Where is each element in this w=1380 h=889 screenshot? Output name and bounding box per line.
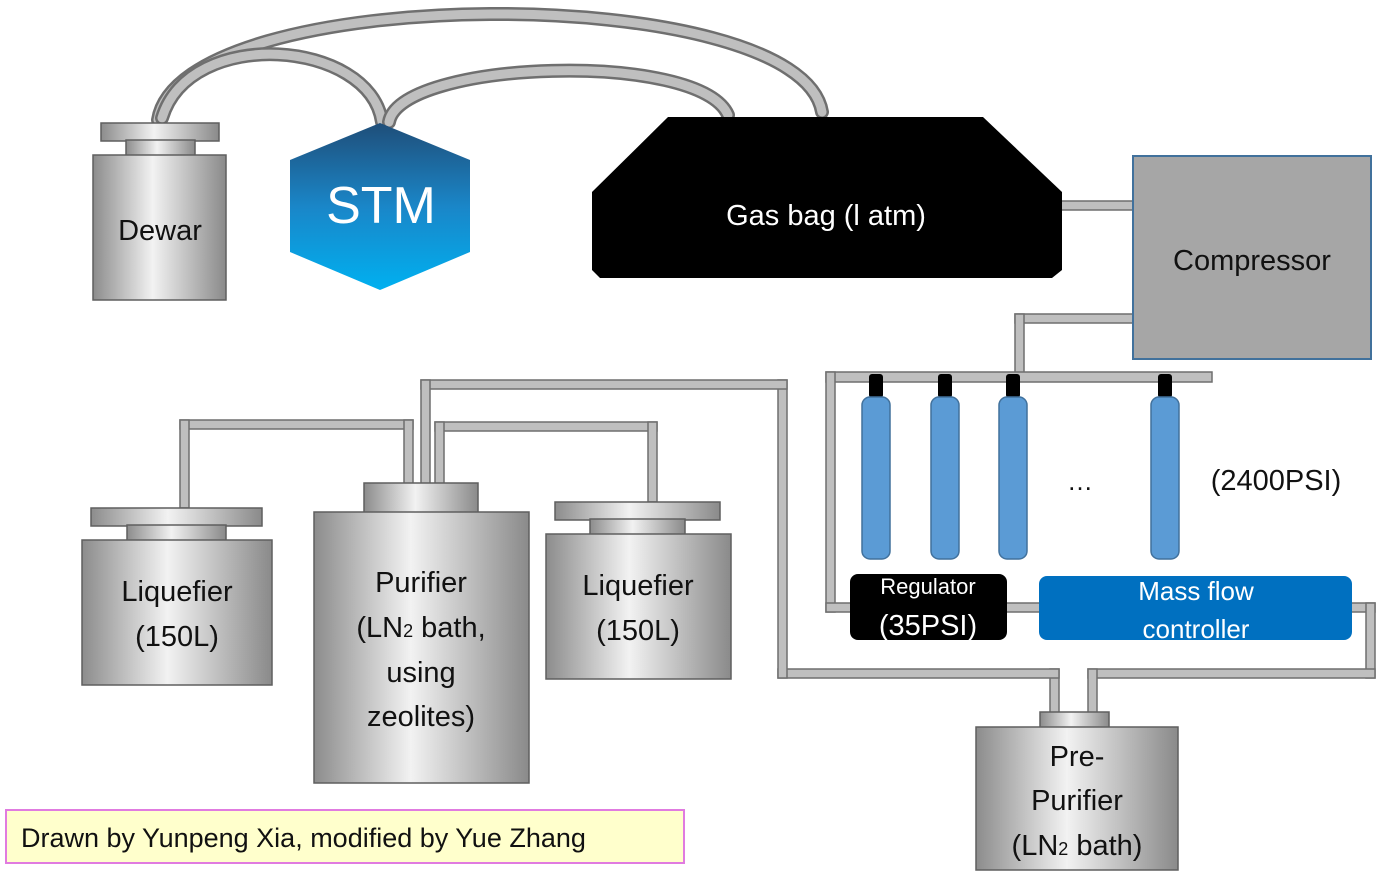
dewar: Dewar: [92, 122, 227, 301]
pre-purifier-label-line2: Purifier: [1031, 785, 1123, 817]
credit-text: Drawn by Yunpeng Xia, modified by Yue Zh…: [21, 823, 586, 853]
regulator-label-line1: Regulator: [880, 574, 975, 599]
liquefier-left: Liquefier (150L): [81, 507, 273, 686]
pre-purifier-body: [975, 726, 1179, 871]
stm-label: STM: [326, 177, 436, 235]
liquefier-right-neck: [589, 518, 686, 536]
cylinder-body: [861, 396, 891, 560]
pre-purifier-label-line1: Pre-: [1050, 741, 1105, 773]
liquefier-left-label-line2: (150L): [135, 621, 219, 653]
cylinder-body: [1150, 396, 1180, 560]
dewar-neck: [125, 139, 196, 157]
purifier-body: [313, 511, 530, 784]
cylinder-body: [930, 396, 960, 560]
compressor: Compressor: [1132, 155, 1372, 360]
liquefier-left-flange: [90, 507, 263, 527]
gas-bag: Gas bag (l atm): [592, 117, 1062, 278]
purifier-label-line4: zeolites): [367, 701, 475, 733]
purifier: Purifier (LN2 bath, using zeolites): [313, 482, 530, 784]
gas-cylinder: [861, 374, 891, 560]
liquefier-right-label-line1: Liquefier: [582, 570, 694, 602]
stm: STM: [290, 123, 470, 290]
compressor-box: [1132, 155, 1372, 360]
dewar-top-flange: [100, 122, 220, 142]
gas-bag-shape: [592, 117, 1062, 278]
cylinder-pressure-label: (2400PSI): [1211, 465, 1342, 497]
stm-hexagon: [290, 123, 470, 290]
regulator: Regulator (35PSI): [850, 574, 1007, 642]
regulator-label-line2: (35PSI): [879, 610, 977, 642]
mfc-label-line1: Mass flow: [1138, 576, 1254, 606]
purifier-label-line1: Purifier: [375, 567, 467, 599]
liquefier-left-label-line1: Liquefier: [121, 576, 233, 608]
purifier-cap: [363, 482, 479, 514]
liquefier-left-neck: [126, 524, 227, 542]
pre-purifier-label-line3: (LN2 bath): [1012, 830, 1143, 862]
cylinder-valve: [938, 374, 952, 398]
liquefier-left-body: [81, 539, 273, 686]
pre-purifier: Pre- Purifier (LN2 bath): [975, 711, 1179, 871]
dewar-label: Dewar: [118, 215, 202, 247]
mfc-box: [1039, 576, 1352, 640]
cylinder-valve: [869, 374, 883, 398]
gas-cylinder: [930, 374, 960, 560]
cylinder-valve: [1006, 374, 1020, 398]
mfc-label-line2: controller: [1143, 614, 1250, 644]
purifier-label-line3: using: [386, 657, 455, 689]
gas-cylinders: … (2400PSI): [861, 374, 1342, 560]
gas-cylinder: [998, 374, 1028, 560]
liquefier-right-flange: [554, 501, 721, 521]
liquefier-right-body: [545, 533, 732, 680]
gas-cylinder: [1150, 374, 1180, 560]
cylinder-body: [998, 396, 1028, 560]
cylinder-ellipsis: …: [1067, 466, 1093, 496]
liquefier-right: Liquefier (150L): [545, 501, 732, 680]
gas-bag-label: Gas bag (l atm): [726, 200, 926, 232]
liquefier-right-label-line2: (150L): [596, 615, 680, 647]
purifier-label-line2: (LN2 bath,: [356, 612, 485, 644]
mass-flow-controller: Mass flow controller: [1039, 576, 1352, 644]
dewar-body: [92, 154, 227, 301]
curved-transfer-lines: [151, 7, 829, 129]
compressor-label: Compressor: [1173, 245, 1331, 277]
regulator-box: [850, 574, 1007, 640]
credit-box: Drawn by Yunpeng Xia, modified by Yue Zh…: [5, 809, 685, 864]
cylinder-valve: [1158, 374, 1172, 398]
